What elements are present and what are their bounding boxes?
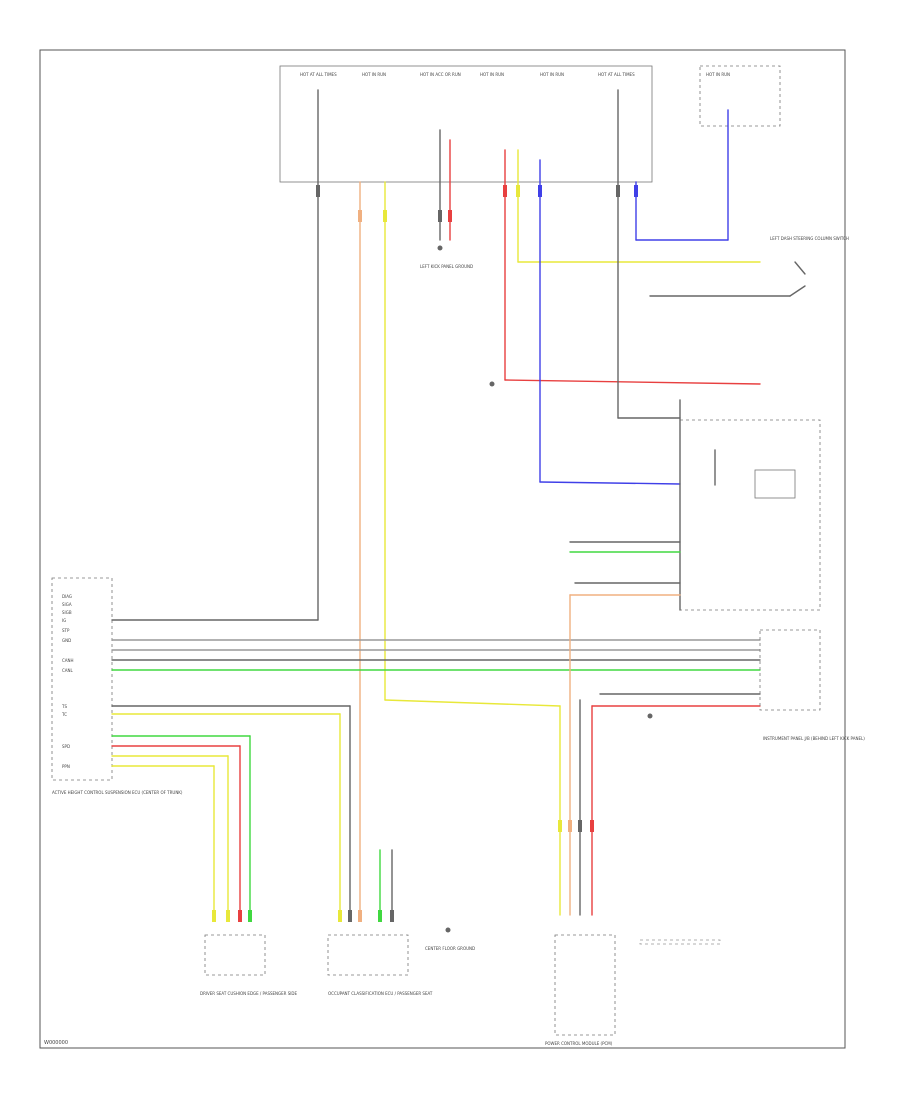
relay-box	[699, 65, 781, 127]
ground-label-center: CENTER FLOOR GROUND	[425, 946, 475, 951]
ground-symbols: LEFT KICK PANEL GROUND CENTER FLOOR GROU…	[420, 245, 653, 951]
fuse-label-1: HOT AT ALL TIMES	[300, 72, 337, 77]
pin-label: SIGB	[62, 610, 72, 615]
pin-label: IG	[62, 618, 66, 623]
pin-label: PPN	[62, 764, 70, 769]
pin-label: STP	[62, 628, 70, 633]
left-module-label: ACTIVE HEIGHT CONTROL SUSPENSION ECU (CE…	[52, 790, 183, 795]
pin-label: DIAG	[62, 594, 72, 599]
pin-label: SPD	[62, 744, 70, 749]
pcm-label: POWER CONTROL MODULE (PCM)	[545, 1041, 613, 1046]
fuse-labels: HOT AT ALL TIMES HOT IN RUN HOT IN ACC O…	[300, 72, 730, 77]
ground-icon	[489, 381, 495, 387]
ground-label-left: LEFT KICK PANEL GROUND	[420, 264, 473, 269]
pin-label: SIGA	[62, 602, 72, 607]
pcm-box	[759, 629, 821, 711]
bottom-components: DRIVER SEAT CUSHION EDGE / PASSENGER SID…	[200, 934, 721, 1046]
occupant-ecu-label: OCCUPANT CLASSIFICATION ECU / PASSENGER …	[328, 991, 433, 996]
left-pin-labels: DIAG SIGA SIGB IG STP GND CANH CANL TS T…	[61, 594, 74, 769]
bottom-drops	[213, 594, 761, 916]
pin-label: CANL	[62, 668, 74, 673]
junction-box	[569, 399, 821, 611]
ground-icon	[437, 245, 443, 251]
diagram-id: W000000	[44, 1040, 68, 1046]
fuse-label-2: HOT IN RUN	[362, 72, 386, 77]
instrument-panel-label: INSTRUMENT PANEL J/B (BEHIND LEFT KICK P…	[763, 736, 865, 741]
fuse-label-5: HOT IN RUN	[540, 72, 564, 77]
bus-lines	[111, 619, 761, 767]
ground-icon	[647, 713, 653, 719]
fuse-block-box	[279, 65, 653, 183]
dash-switch-label: LEFT DASH STEERING COLUMN SWITCH	[770, 236, 849, 241]
fuse-label-3: HOT IN ACC OR RUN	[420, 72, 461, 77]
pin-label: GND	[62, 638, 71, 643]
fuse-label-4: HOT IN RUN	[480, 72, 504, 77]
pin-label: CANH	[62, 658, 74, 663]
pin-label: TC	[61, 712, 67, 717]
seat-cushion-label: DRIVER SEAT CUSHION EDGE / PASSENGER SID…	[200, 991, 298, 996]
diagram-frame	[39, 49, 846, 1049]
connector-markers	[212, 185, 638, 922]
fuse-label-6: HOT AT ALL TIMES	[598, 72, 635, 77]
fuse-drops	[317, 89, 761, 916]
pin-label: TS	[61, 704, 67, 709]
left-module-box	[51, 577, 113, 781]
fuse-label-7: HOT IN RUN	[706, 72, 730, 77]
ground-icon	[445, 927, 451, 933]
dash-switch-group: LEFT DASH STEERING COLUMN SWITCH	[649, 236, 849, 297]
